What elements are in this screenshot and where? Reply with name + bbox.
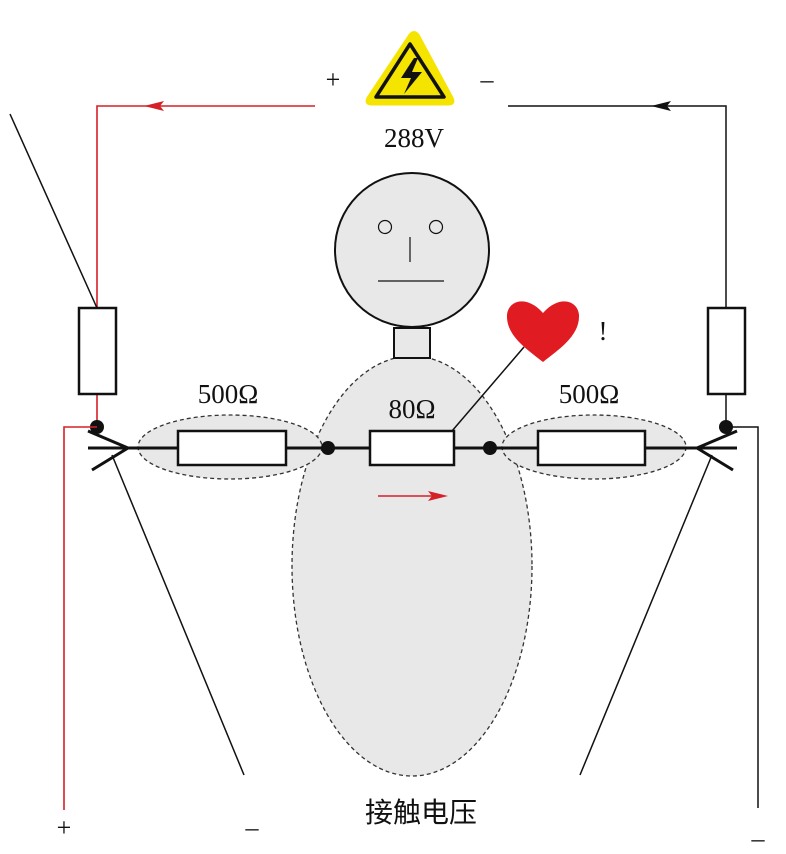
source-minus-label: –	[480, 65, 495, 94]
source-voltage-label: 288V	[384, 123, 445, 153]
right-source-resistor	[706, 306, 747, 396]
upper-left-lead	[9, 113, 98, 309]
right-arm-resistance-label: 500Ω	[559, 379, 620, 409]
right-arm-resistor	[536, 429, 647, 467]
left-contact-voltage-lead	[63, 426, 97, 810]
shoulder-node-left	[321, 441, 335, 455]
left-arm-resistance-label: 500Ω	[198, 379, 259, 409]
body-current-arrowhead	[428, 491, 448, 501]
negative-current-arrow-top	[651, 101, 671, 111]
right-arm-measure-lead	[579, 454, 713, 776]
shoulder-node-right	[483, 441, 497, 455]
positive-wire-top	[96, 105, 315, 308]
left-eye	[377, 219, 393, 235]
negative-wire-top	[508, 105, 727, 308]
neck	[393, 327, 431, 359]
left-arm-resistor	[176, 429, 288, 467]
heart-exclamation: !	[599, 316, 608, 346]
bottom-left-plus-label: +	[57, 813, 72, 842]
positive-current-arrow-top	[144, 101, 164, 111]
left-hand-fork	[87, 429, 129, 472]
body-resistor	[368, 429, 456, 467]
contact-voltage-label: 接触电压	[365, 796, 477, 829]
right-contact-voltage-lead	[726, 426, 759, 808]
heart-pointer-line	[451, 346, 525, 432]
bottom-right-minus-label: –	[751, 824, 766, 853]
left-source-resistor	[77, 306, 118, 396]
right-hand-fork	[696, 429, 738, 472]
body-resistance-label: 80Ω	[388, 394, 435, 424]
right-eye	[428, 219, 444, 235]
bottom-left-minus-label: –	[245, 813, 260, 842]
heart-icon	[506, 301, 580, 362]
head	[334, 172, 490, 328]
high-voltage-warning-icon	[365, 31, 455, 106]
left-arm-measure-lead	[111, 454, 245, 776]
source-plus-label: +	[326, 65, 341, 94]
